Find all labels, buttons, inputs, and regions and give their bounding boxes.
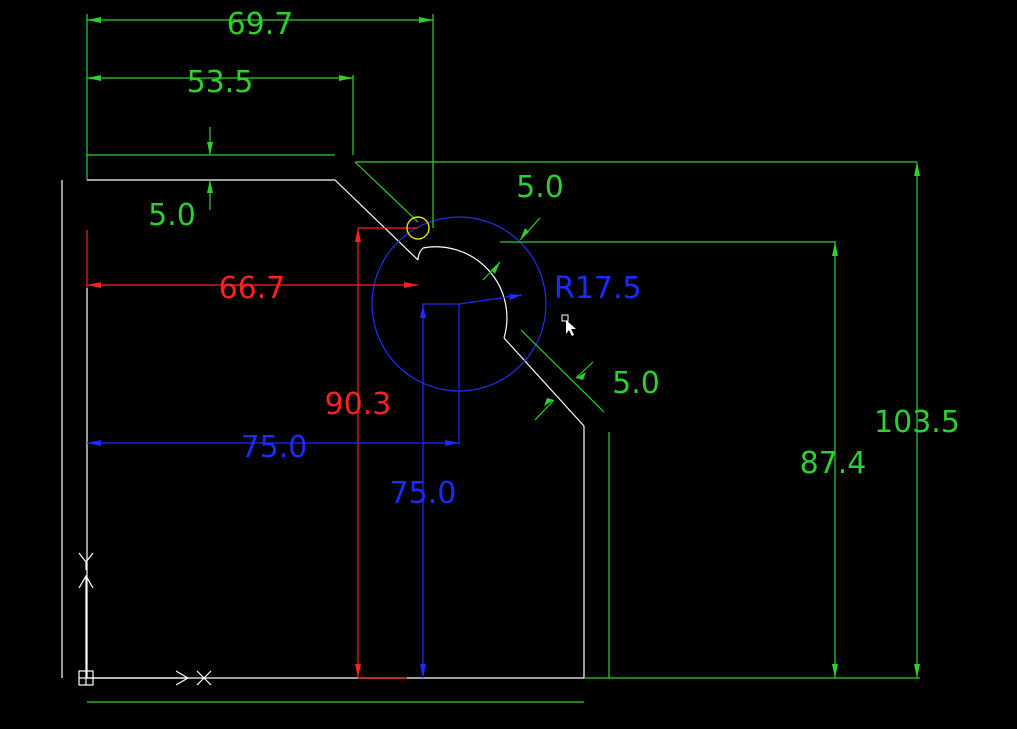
dim-text-right-height[interactable]: 87.4 (800, 446, 867, 481)
ucs-icon (78, 552, 212, 686)
dim-arrows-gap (207, 142, 213, 193)
dim-line-slot-top (575, 361, 594, 379)
dim-text-blue-vertical[interactable]: 75.0 (390, 476, 457, 511)
dim-text-radius[interactable]: R17.5 (554, 271, 642, 306)
dim-text-red-vertical[interactable]: 90.3 (325, 387, 392, 422)
dim-text-arc-offset[interactable]: 5.0 (516, 170, 564, 205)
blue-dimensions: 75.0 75.0 R17.5 (87, 271, 642, 678)
dim-text-top-gap[interactable]: 5.0 (148, 198, 196, 233)
dim-arrows-slot (544, 372, 586, 406)
green-geometry (86, 14, 920, 703)
part-outline (61, 179, 585, 679)
dim-arrows-arc (491, 228, 529, 274)
green-dimensions: 69.7 53.5 5.0 5.0 5.0 103.5 87.4 (87, 7, 960, 678)
dim-text-red-horizontal[interactable]: 66.7 (219, 271, 286, 306)
red-dimensions: 66.7 90.3 (86, 227, 418, 679)
chamfer-edge (334, 179, 419, 261)
dim-line-slot-bottom (534, 399, 555, 421)
offset-chamfer-line (354, 161, 419, 223)
inner-arc (422, 246, 508, 339)
dim-text-notch-width[interactable]: 53.5 (187, 65, 254, 100)
dim-text-blue-horizontal[interactable]: 75.0 (241, 430, 308, 465)
dim-text-top-width[interactable]: 69.7 (227, 7, 294, 42)
crosshair-cursor-icon (561, 314, 576, 336)
chamfer-fillet (417, 247, 424, 261)
dim-text-overall-height[interactable]: 103.5 (874, 405, 960, 440)
radius-arrow (509, 294, 522, 300)
offset-slot-line (520, 329, 605, 413)
endpoint-snap-marker (406, 216, 430, 240)
slot-edge-inner (503, 337, 585, 427)
dim-text-slot-width[interactable]: 5.0 (612, 366, 660, 401)
